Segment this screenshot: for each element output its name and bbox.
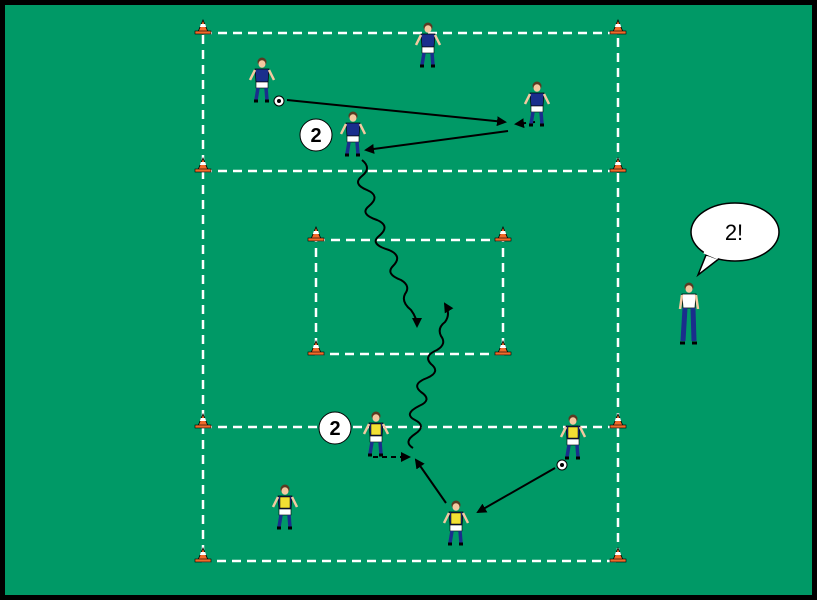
coach: 2!	[678, 202, 780, 345]
dribble-arrows	[357, 159, 454, 449]
pitch-surface	[5, 5, 812, 595]
pass-arrow	[476, 467, 556, 513]
central-square	[314, 238, 505, 356]
field-markings	[201, 31, 620, 563]
player-number-top: 2	[299, 118, 333, 152]
soccer-ball-icon	[273, 95, 285, 107]
pass-arrow	[286, 99, 507, 127]
number-label: 2	[310, 125, 321, 147]
number-label: 2	[329, 418, 340, 440]
player-number-bottom: 2	[318, 411, 352, 445]
dribble-arrow	[407, 302, 454, 449]
coach-speech-text: 2!	[725, 220, 743, 245]
soccer-ball-icon	[556, 459, 568, 471]
outer-area-boundary	[201, 31, 620, 563]
dribble-arrow	[357, 159, 422, 328]
pass-arrow	[414, 458, 447, 504]
pass-arrow	[364, 130, 509, 154]
pass-arrows	[286, 99, 556, 513]
coach-figure-icon	[678, 282, 700, 345]
speech-bubble: 2!	[690, 202, 780, 278]
